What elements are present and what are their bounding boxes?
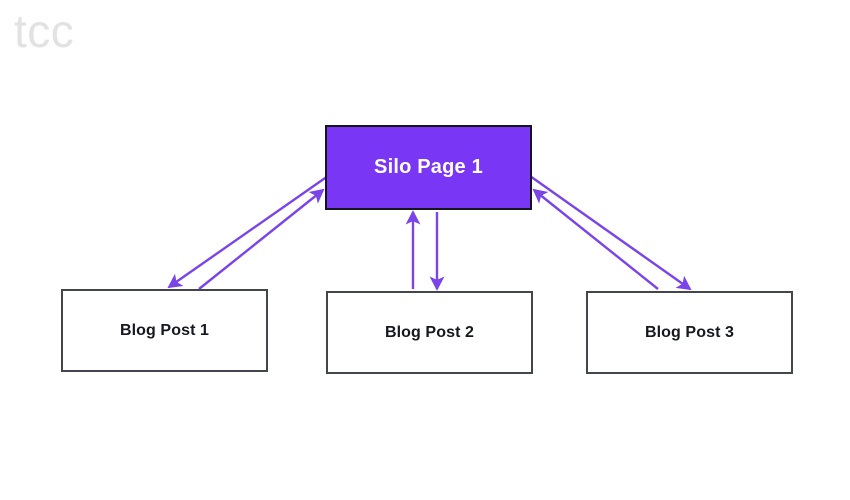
node-silo-page-1-label: Silo Page 1 [374,156,483,178]
node-silo-page-1[interactable]: Silo Page 1 [325,125,532,210]
node-blog-post-3-label: Blog Post 3 [644,323,735,341]
arrow-post3-to-hub [532,188,659,290]
node-blog-post-2[interactable]: Blog Post 2 [326,291,533,374]
tcc-logo: tcc [14,5,75,57]
node-blog-post-1[interactable]: Blog Post 1 [61,289,268,372]
node-blog-post-3[interactable]: Blog Post 3 [586,291,793,374]
arrow-post1-to-hub [198,188,325,290]
node-blog-post-1-label: Blog Post 1 [119,321,210,339]
arrow-hub-to-post3 [529,175,692,291]
arrow-hub-to-post1 [167,175,329,289]
node-blog-post-2-label: Blog Post 2 [384,323,475,341]
